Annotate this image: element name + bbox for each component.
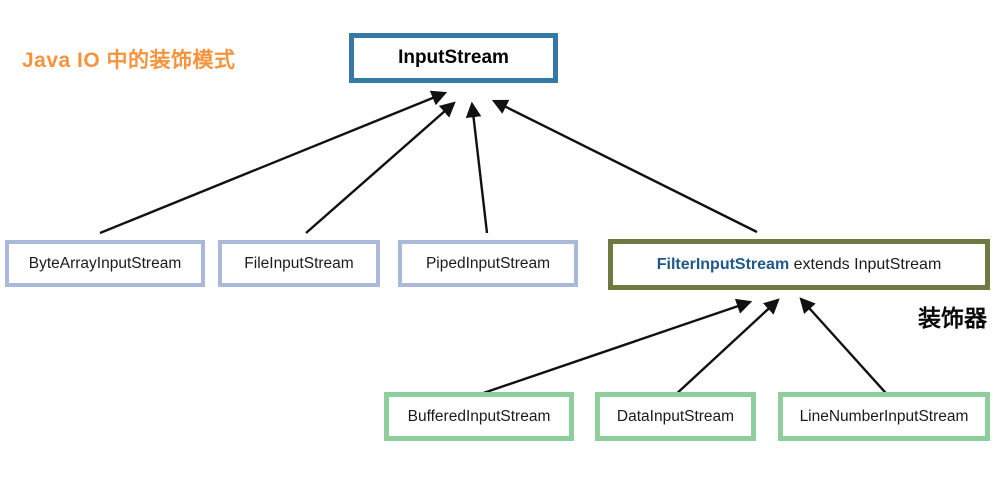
arrow-linenumberinputstream-to-filterinputstream [799, 297, 894, 402]
diagram-title: Java IO 中的装饰模式 [22, 49, 236, 72]
arrow-bufferedinputstream-to-filterinputstream [462, 298, 753, 402]
class-box-linenumberinputstream: LineNumberInputStream [778, 392, 990, 441]
class-label-filterinputstream-extends: extends InputStream [789, 255, 942, 273]
arrow-pipedinputstream-to-inputstream [465, 101, 489, 234]
class-label-inputstream: InputStream [398, 47, 509, 68]
arrow-filterinputstream-to-inputstream [491, 99, 758, 234]
class-box-filterinputstream: FilterInputStream extends InputStream [608, 239, 990, 290]
class-label-bufferedinputstream: BufferedInputStream [407, 407, 551, 425]
class-box-datainputstream: DataInputStream [595, 392, 756, 441]
class-box-inputstream: InputStream [349, 33, 558, 83]
arrow-fileinputstream-to-inputstream [305, 101, 456, 234]
class-label-linenumberinputstream: LineNumberInputStream [799, 407, 969, 425]
class-label-filterinputstream: FilterInputStream [656, 255, 790, 273]
class-box-pipedinputstream: PipedInputStream [398, 240, 578, 287]
class-box-bufferedinputstream: BufferedInputStream [384, 392, 574, 441]
class-label-fileinputstream: FileInputStream [244, 254, 354, 272]
class-box-bytearrayinputstream: ByteArrayInputStream [5, 240, 205, 287]
decorator-annotation: 装饰器 [918, 305, 987, 331]
class-label-datainputstream: DataInputStream [616, 407, 735, 425]
class-label-bytearrayinputstream: ByteArrayInputStream [28, 254, 182, 272]
class-label-pipedinputstream: PipedInputStream [425, 254, 551, 272]
arrow-bytearrayinputstream-to-inputstream [99, 90, 448, 235]
class-box-fileinputstream: FileInputStream [218, 240, 380, 287]
arrow-datainputstream-to-filterinputstream [672, 298, 780, 398]
